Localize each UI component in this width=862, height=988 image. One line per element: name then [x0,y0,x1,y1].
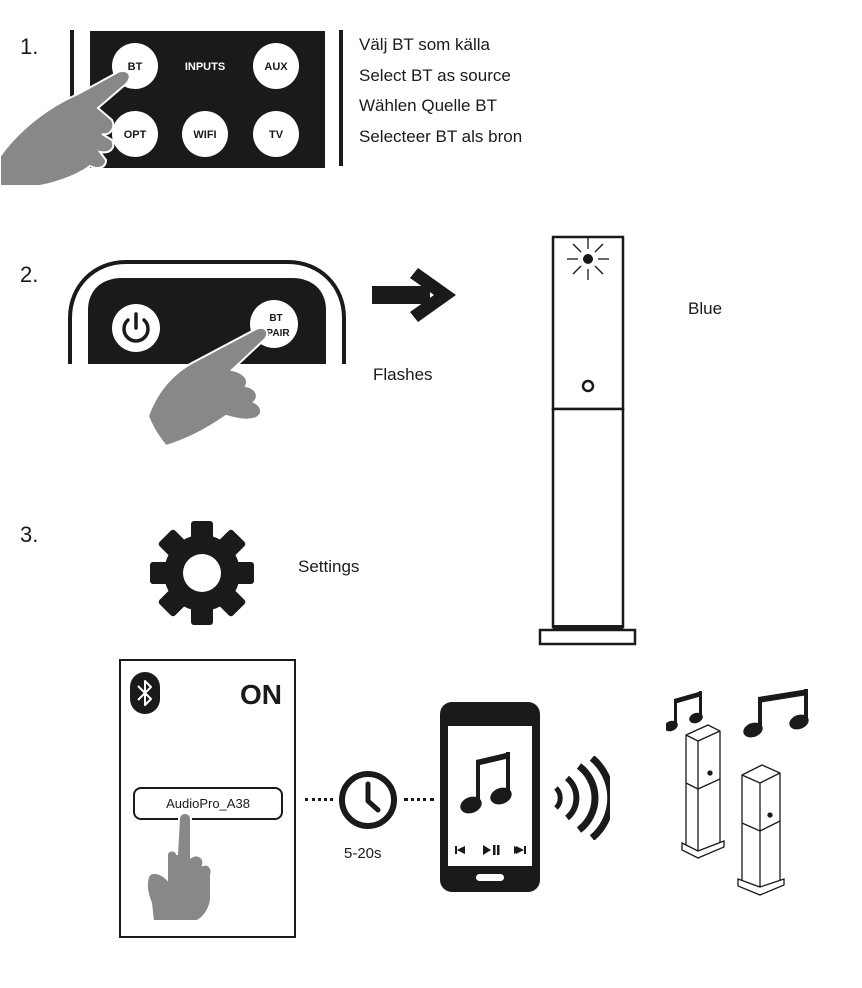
step-3-number: 3. [20,522,39,547]
music-note-icon [460,752,512,814]
remote-inputs-illustration: BT INPUTS AUX OPT WIFI TV [0,30,325,187]
instructions-list: Välj BT som källa Select BT as source Wä… [359,30,522,152]
player-controls [455,845,526,855]
clock-icon [339,771,397,829]
speaker-icon [681,724,725,859]
instruction-swedish: Välj BT som källa [359,35,491,54]
blue-label: Blue [688,299,723,318]
remote-top-illustration: BT PAIR [68,260,346,448]
bluetooth-icon [130,672,160,714]
instruction-dutch: Selecteer BT als bron [359,126,523,146]
hand-pointer-icon [145,812,213,922]
settings-label: Settings [298,557,360,576]
wireless-waves-icon [554,756,610,840]
gear-icon [150,521,254,625]
remote-button-opt: OPT [112,111,158,157]
phone-icon [440,702,540,892]
remote-label-opt: OPT [124,129,147,141]
step-1-number: 1. [20,34,39,59]
device-name: AudioPro_A38 [166,796,250,811]
bluetooth-settings-screen: ON AudioPro_A38 [119,659,296,938]
speaker-tower-icon [538,235,637,646]
bt-pair-label-line1: BT [269,313,282,324]
step-2-number: 2. [20,262,39,287]
remote-button-tv: TV [253,111,299,157]
speakers-playing-illustration [666,689,809,896]
instruction-english: Select BT as source [359,65,511,85]
remote-button-inputs: INPUTS [185,61,225,73]
connector-dots-right [404,798,434,801]
remote-label-wifi: WIFI [193,129,216,141]
speaker-icon [737,764,785,896]
power-icon [112,304,160,352]
flashes-label: Flashes [373,365,433,384]
remote-label-aux: AUX [264,61,288,73]
instructions-divider [339,30,343,166]
music-note-icon [743,689,809,738]
hand-pointer-icon [0,70,131,187]
remote-button-wifi: WIFI [182,111,228,157]
speaker-knob [581,379,595,393]
device-list-item[interactable]: AudioPro_A38 [133,787,283,820]
remote-label-tv: TV [269,129,284,141]
remote-label-inputs: INPUTS [185,61,225,73]
bt-pair-label-line2: PAIR [266,328,290,339]
wait-time-label: 5-20s [344,845,382,862]
hand-pointer-icon [146,326,269,448]
remote-button-aux: AUX [253,43,299,89]
led-indicator [567,238,609,280]
bluetooth-on-label: ON [240,679,282,710]
instruction-german: Wählen Quelle BT [359,96,497,115]
arrow-right-icon [372,268,456,322]
remote-label-bt: BT [128,61,143,73]
music-note-icon [666,691,703,732]
connector-dots-left [305,798,333,801]
